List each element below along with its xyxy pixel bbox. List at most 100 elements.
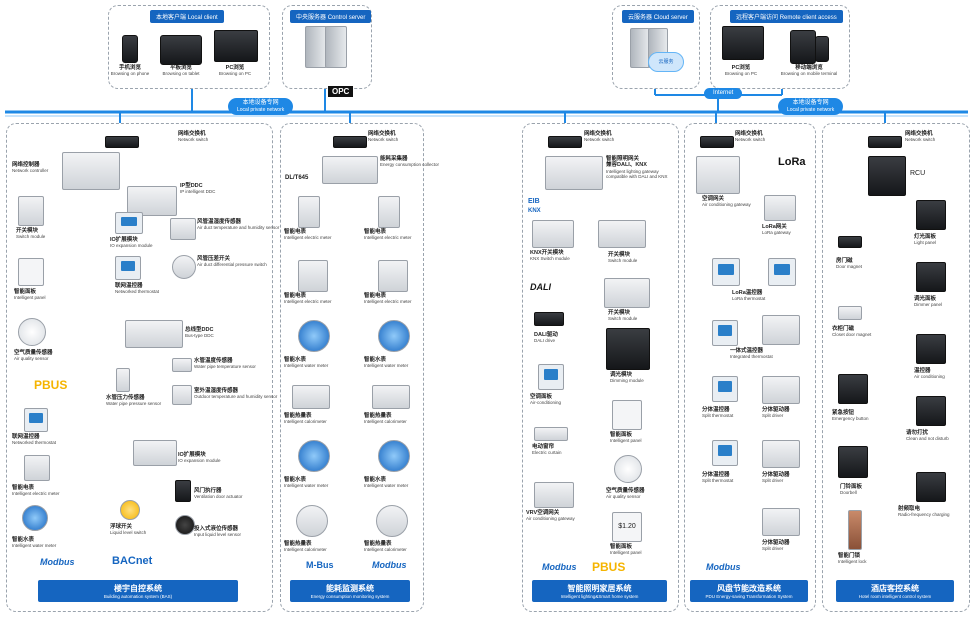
pc-icon [214, 30, 258, 62]
thermostat2-icon [24, 408, 48, 432]
lora-thermo-2-icon [768, 258, 796, 286]
remote-pc-icon [722, 26, 764, 60]
lighting-modbus-logo: Modbus [542, 562, 577, 572]
energy-switch-icon [333, 136, 367, 148]
calorimeter-1-icon [292, 385, 330, 409]
energy-meter-1-icon [298, 196, 320, 228]
emergency-button-icon [838, 374, 868, 404]
collector-icon [322, 156, 378, 184]
float-switch-icon [120, 500, 140, 520]
rcu-section [822, 123, 970, 612]
mobile-icon [790, 30, 816, 64]
lora-thermo-1-icon [712, 258, 740, 286]
pressure-switch-icon [172, 255, 196, 279]
dimming-module-icon [606, 328, 650, 370]
ac-gateway-icon [696, 156, 740, 194]
doorbell-icon [838, 446, 868, 478]
lora-gateway-icon [764, 195, 796, 221]
tablet-icon [160, 35, 202, 65]
bas-modbus-logo: Modbus [40, 557, 75, 567]
ip-ddc-icon [127, 186, 177, 216]
water-meter-2-icon [378, 320, 410, 352]
eib-logo: EIB [528, 198, 540, 205]
dlt645-label: DL/T645 [285, 175, 309, 181]
lora-logo: LoRa [778, 156, 806, 168]
split-driver-3-icon [762, 508, 800, 536]
lighting-switch-module2-icon [604, 278, 650, 308]
vrv-gateway-icon [534, 482, 574, 508]
lighting-switch-icon [548, 136, 582, 148]
bas-pbus-label: PBUS [34, 378, 68, 392]
io-module2-icon [133, 440, 177, 466]
water-meter-1-icon [298, 320, 330, 352]
dimmer-panel-icon [916, 262, 946, 292]
smart-lock-icon [848, 510, 862, 550]
outdoor-sensor-icon [172, 385, 192, 405]
integrated-thermo-icon [712, 320, 738, 346]
lighting-gateway-icon [545, 156, 603, 190]
phone-icon [122, 35, 138, 63]
light-panel-icon [916, 200, 946, 230]
remote-client-title: 远程客户端访问 Remote client access [730, 10, 843, 23]
smart-panel-icon [18, 258, 44, 286]
knx-logo: KNX [528, 208, 541, 214]
lighting-panel-icon [612, 400, 642, 430]
curtain-icon [534, 427, 568, 441]
server-icon [305, 26, 327, 68]
dali-logo: DALI [530, 282, 551, 292]
calorimeter-2-icon [372, 385, 410, 409]
bas-switch-icon [105, 136, 139, 148]
rcu-switch-icon [868, 136, 902, 148]
rf-charging-icon [916, 472, 946, 502]
door-magnet-icon [838, 236, 862, 248]
pipe-pressure-icon [116, 368, 130, 392]
server-icon-2 [325, 26, 347, 68]
control-server-title: 中央服务器 Control server [290, 10, 372, 23]
